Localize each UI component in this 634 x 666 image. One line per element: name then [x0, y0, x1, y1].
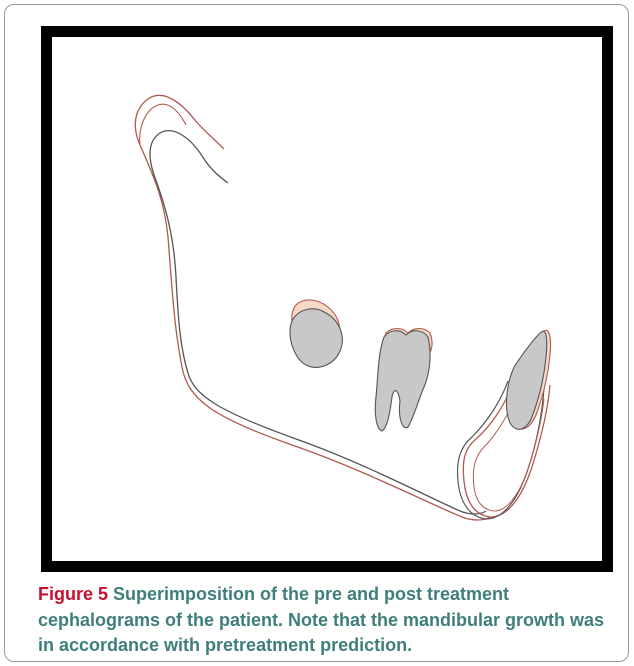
- pre-treatment-molar: [375, 331, 430, 431]
- figure-caption: Figure 5 Superimposition of the pre and …: [38, 582, 618, 659]
- figure-caption-text: Superimposition of the pre and post trea…: [38, 584, 604, 655]
- figure-caption-label: Figure 5: [38, 584, 108, 604]
- figure-image-frame: [41, 26, 613, 572]
- figure-panel: Figure 5 Superimposition of the pre and …: [4, 4, 629, 662]
- cephalogram-superimposition-drawing: [52, 37, 602, 561]
- post-treatment-condyle-outline: [140, 104, 186, 145]
